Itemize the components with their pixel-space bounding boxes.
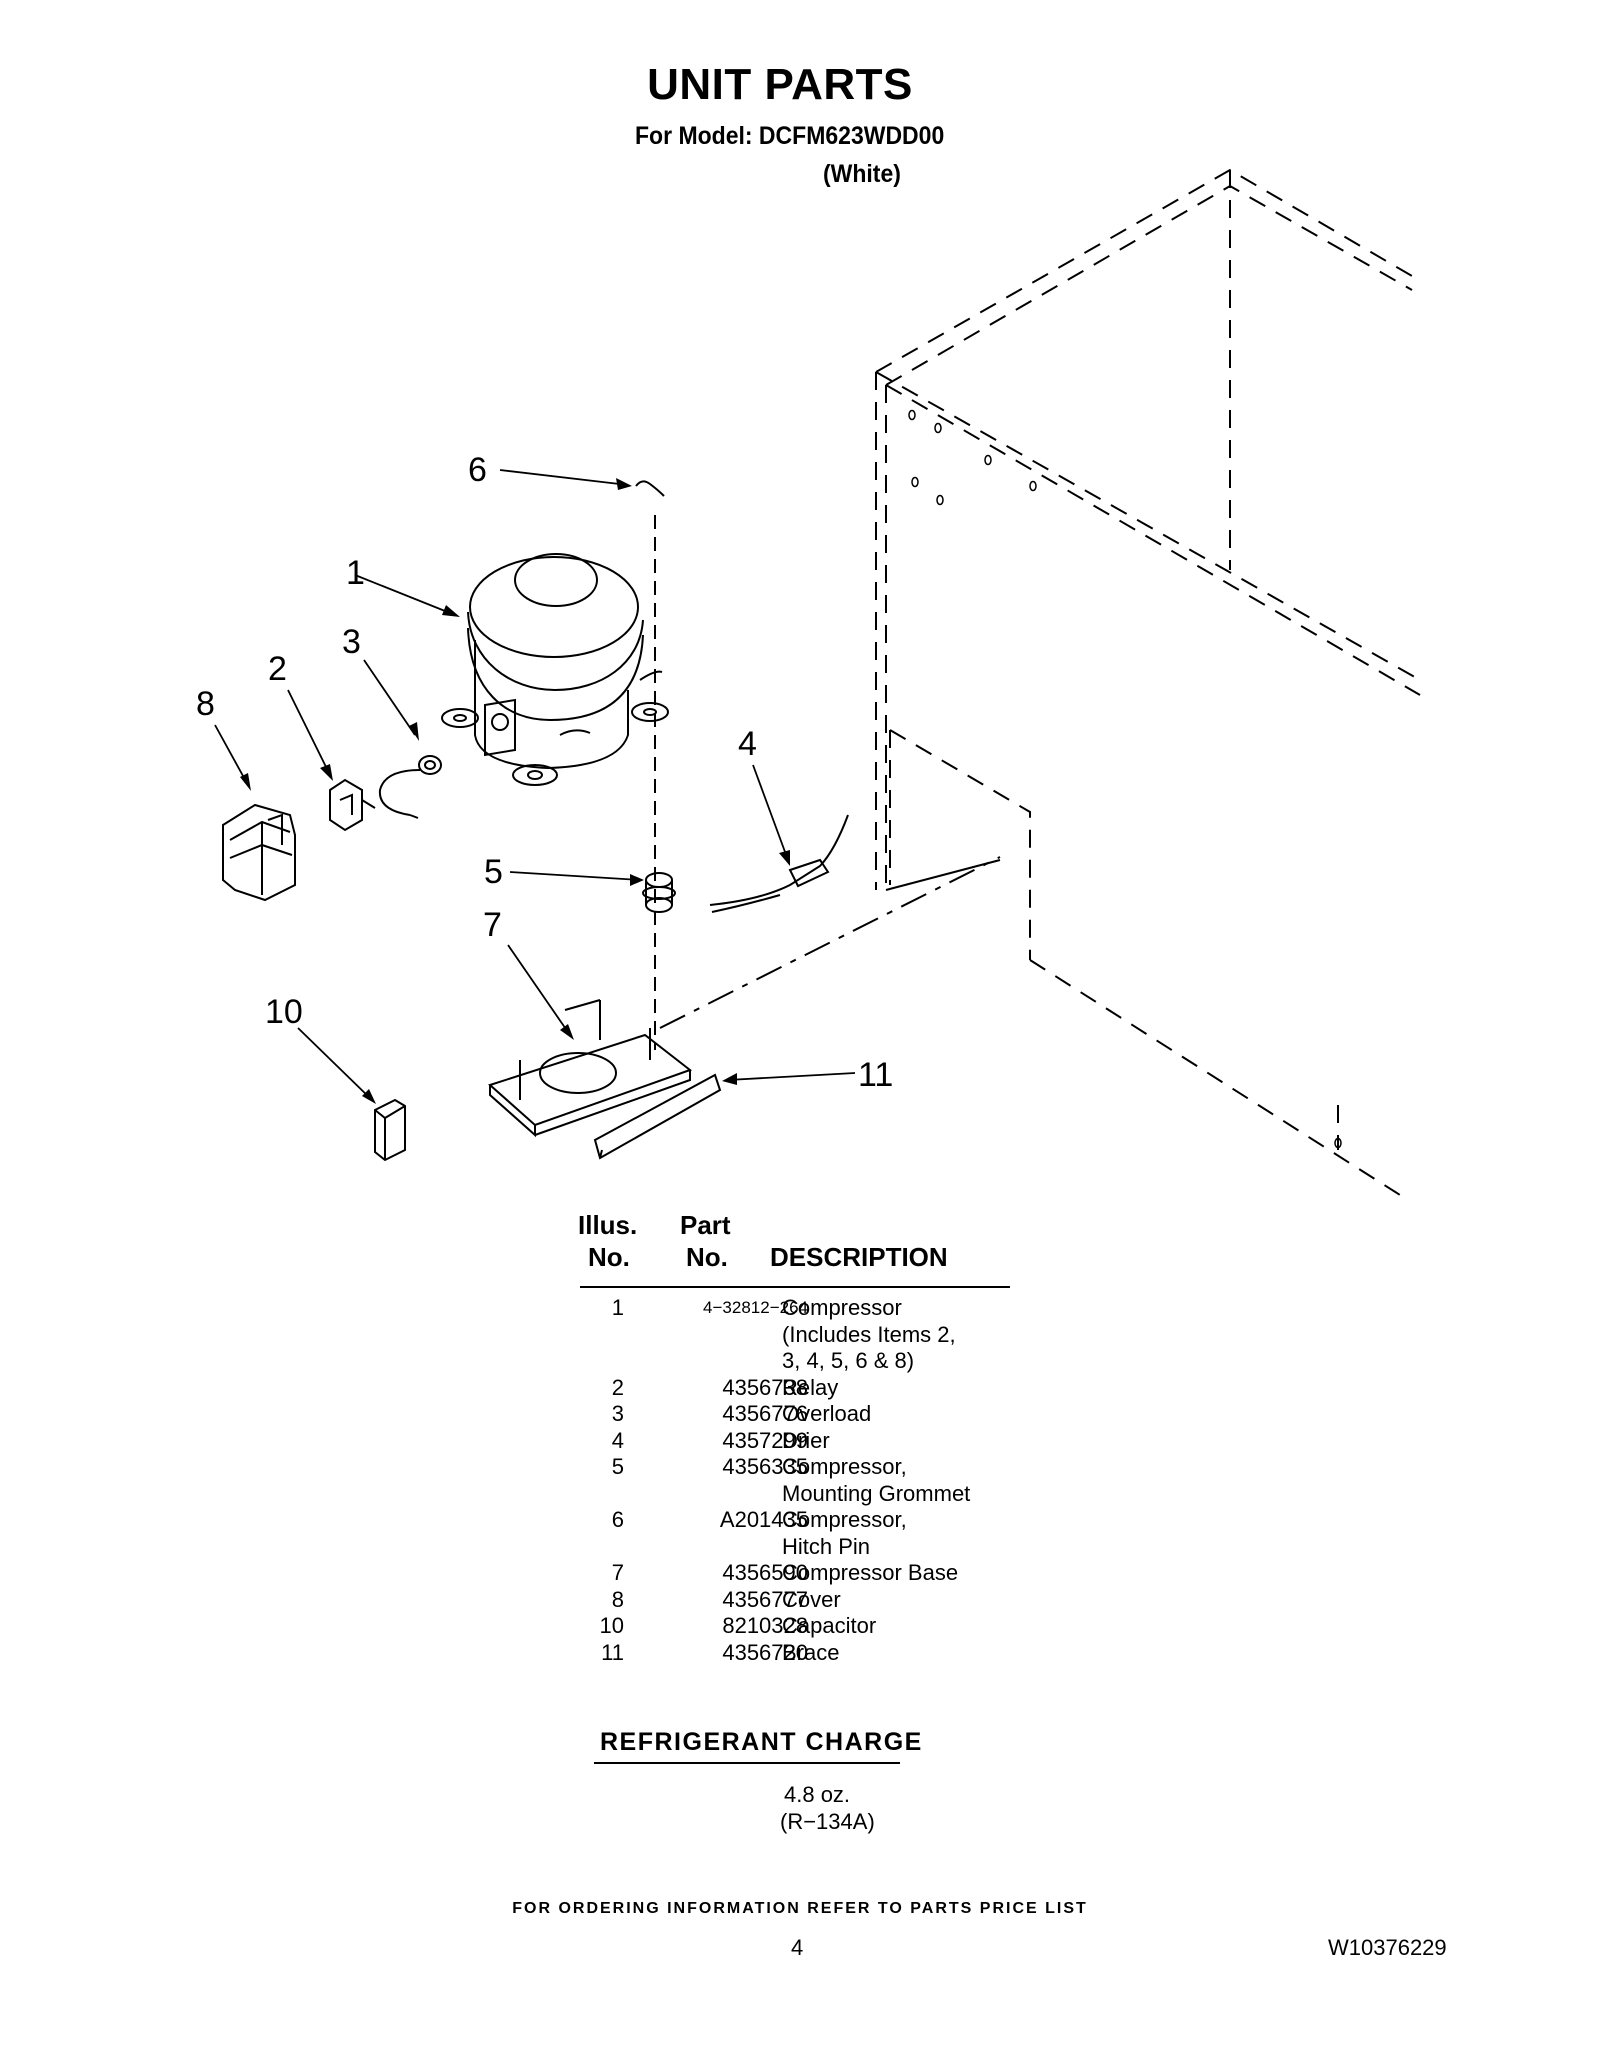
table-row: 6 A201435 Compressor, <box>580 1507 1080 1534</box>
callout-10: 10 <box>265 993 303 1031</box>
illus-no: 1 <box>611 1295 624 1320</box>
part-description: Capacitor <box>782 1613 877 1638</box>
cover <box>222 803 296 902</box>
page-number: 4 <box>791 1935 804 1960</box>
callout-6: 6 <box>468 451 487 489</box>
part-description: Cover <box>782 1586 841 1612</box>
capacitor <box>374 1098 406 1162</box>
part-no: 4356776 <box>722 1401 808 1426</box>
table-row: 11 4356720 Brace <box>580 1640 1080 1667</box>
page-title: UNIT PARTS <box>647 60 913 109</box>
table-header-part: Part <box>680 1210 731 1240</box>
illus-no: 4 <box>611 1427 624 1453</box>
ordering-note: FOR ORDERING INFORMATION REFER TO PARTS … <box>512 1900 1088 1917</box>
model-number: For Model: DCFM623WDD00 <box>635 122 945 150</box>
cabinet-outline <box>875 168 1421 1196</box>
refrigerant-amount: 4.8 oz. <box>784 1782 851 1807</box>
compressor-base <box>488 999 693 1138</box>
relay <box>329 778 376 832</box>
part-description: 3, 4, 5, 6 & 8) <box>782 1348 915 1373</box>
callout-4: 4 <box>738 725 757 763</box>
drier <box>709 814 849 913</box>
compressor <box>441 553 669 786</box>
part-description: Hitch Pin <box>782 1533 871 1559</box>
illus-no: 10 <box>599 1613 624 1638</box>
illus-no: 7 <box>611 1560 624 1585</box>
illus-no: 5 <box>611 1454 624 1479</box>
part-no: 4356738 <box>722 1374 808 1400</box>
table-row: Mounting Grommet <box>580 1481 1080 1508</box>
part-description: Compressor, <box>782 1454 907 1479</box>
illus-no: 2 <box>611 1374 624 1400</box>
table-row: 3, 4, 5, 6 & 8) <box>580 1348 1080 1375</box>
part-description: Drier <box>782 1427 830 1453</box>
table-row: 10 8210328 Capacitor <box>580 1613 1080 1640</box>
table-header-part-no: No. <box>686 1242 728 1272</box>
part-description: Compressor, <box>782 1507 907 1532</box>
overload <box>378 755 442 819</box>
callout-7: 7 <box>483 906 502 944</box>
part-description: Overload <box>782 1401 872 1426</box>
hitch-pin <box>635 480 665 497</box>
refrigerant-type: (R−134A) <box>780 1809 875 1834</box>
illus-no: 3 <box>611 1401 624 1426</box>
callout-3: 3 <box>342 623 361 661</box>
part-no: 4356720 <box>722 1639 808 1665</box>
table-row: 8 4356777 Cover <box>580 1587 1080 1614</box>
part-no: 8210328 <box>722 1613 808 1638</box>
part-description: Compressor Base <box>782 1560 959 1585</box>
table-row: 3 4356776 Overload <box>580 1401 1080 1428</box>
part-no: 4356777 <box>722 1586 808 1612</box>
illus-no: 8 <box>611 1586 624 1612</box>
part-no: 4357299 <box>722 1427 808 1453</box>
cabinet-holes <box>908 409 1342 1149</box>
table-row: Hitch Pin <box>580 1534 1080 1561</box>
callout-2: 2 <box>268 650 287 688</box>
illus-no: 11 <box>601 1639 624 1665</box>
part-description: Mounting Grommet <box>782 1480 971 1506</box>
mounting-grommet <box>642 872 676 913</box>
illus-no: 6 <box>611 1507 624 1532</box>
part-no: A201435 <box>719 1507 808 1532</box>
table-header-rule <box>580 1286 1010 1288</box>
table-row: (Includes Items 2, <box>580 1322 1080 1349</box>
refrigerant-heading-rule <box>594 1762 900 1764</box>
part-description: Brace <box>782 1639 840 1665</box>
part-no: 4356590 <box>722 1560 808 1585</box>
document-number: W10376229 <box>1328 1935 1447 1960</box>
callout-5: 5 <box>484 853 503 891</box>
callout-1: 1 <box>346 554 365 592</box>
table-header-illus: Illus. <box>578 1210 638 1240</box>
table-row: 4 4357299 Drier <box>580 1428 1080 1455</box>
leader-lines <box>214 469 856 1101</box>
table-header-description: DESCRIPTION <box>770 1242 948 1272</box>
table-header-illus-no: No. <box>588 1242 630 1272</box>
table-row: 1 4−32812−264 Compressor <box>580 1295 1080 1322</box>
part-no: 4−32812−264 <box>703 1298 808 1317</box>
brace <box>593 1073 722 1160</box>
table-row: 2 4356738 Relay <box>580 1375 1080 1402</box>
table-row: 7 4356590 Compressor Base <box>580 1560 1080 1587</box>
part-no: 4356335 <box>722 1454 808 1479</box>
callout-11: 11 <box>858 1056 894 1094</box>
callout-8: 8 <box>196 685 215 723</box>
model-variant: (White) <box>823 160 901 188</box>
part-description: Compressor <box>782 1295 902 1320</box>
parts-diagram <box>214 168 1421 1196</box>
part-description: (Includes Items 2, <box>782 1321 956 1347</box>
table-row: 5 4356335 Compressor, <box>580 1454 1080 1481</box>
part-description: Relay <box>782 1374 839 1400</box>
refrigerant-charge-heading: REFRIGERANT CHARGE <box>600 1728 923 1756</box>
